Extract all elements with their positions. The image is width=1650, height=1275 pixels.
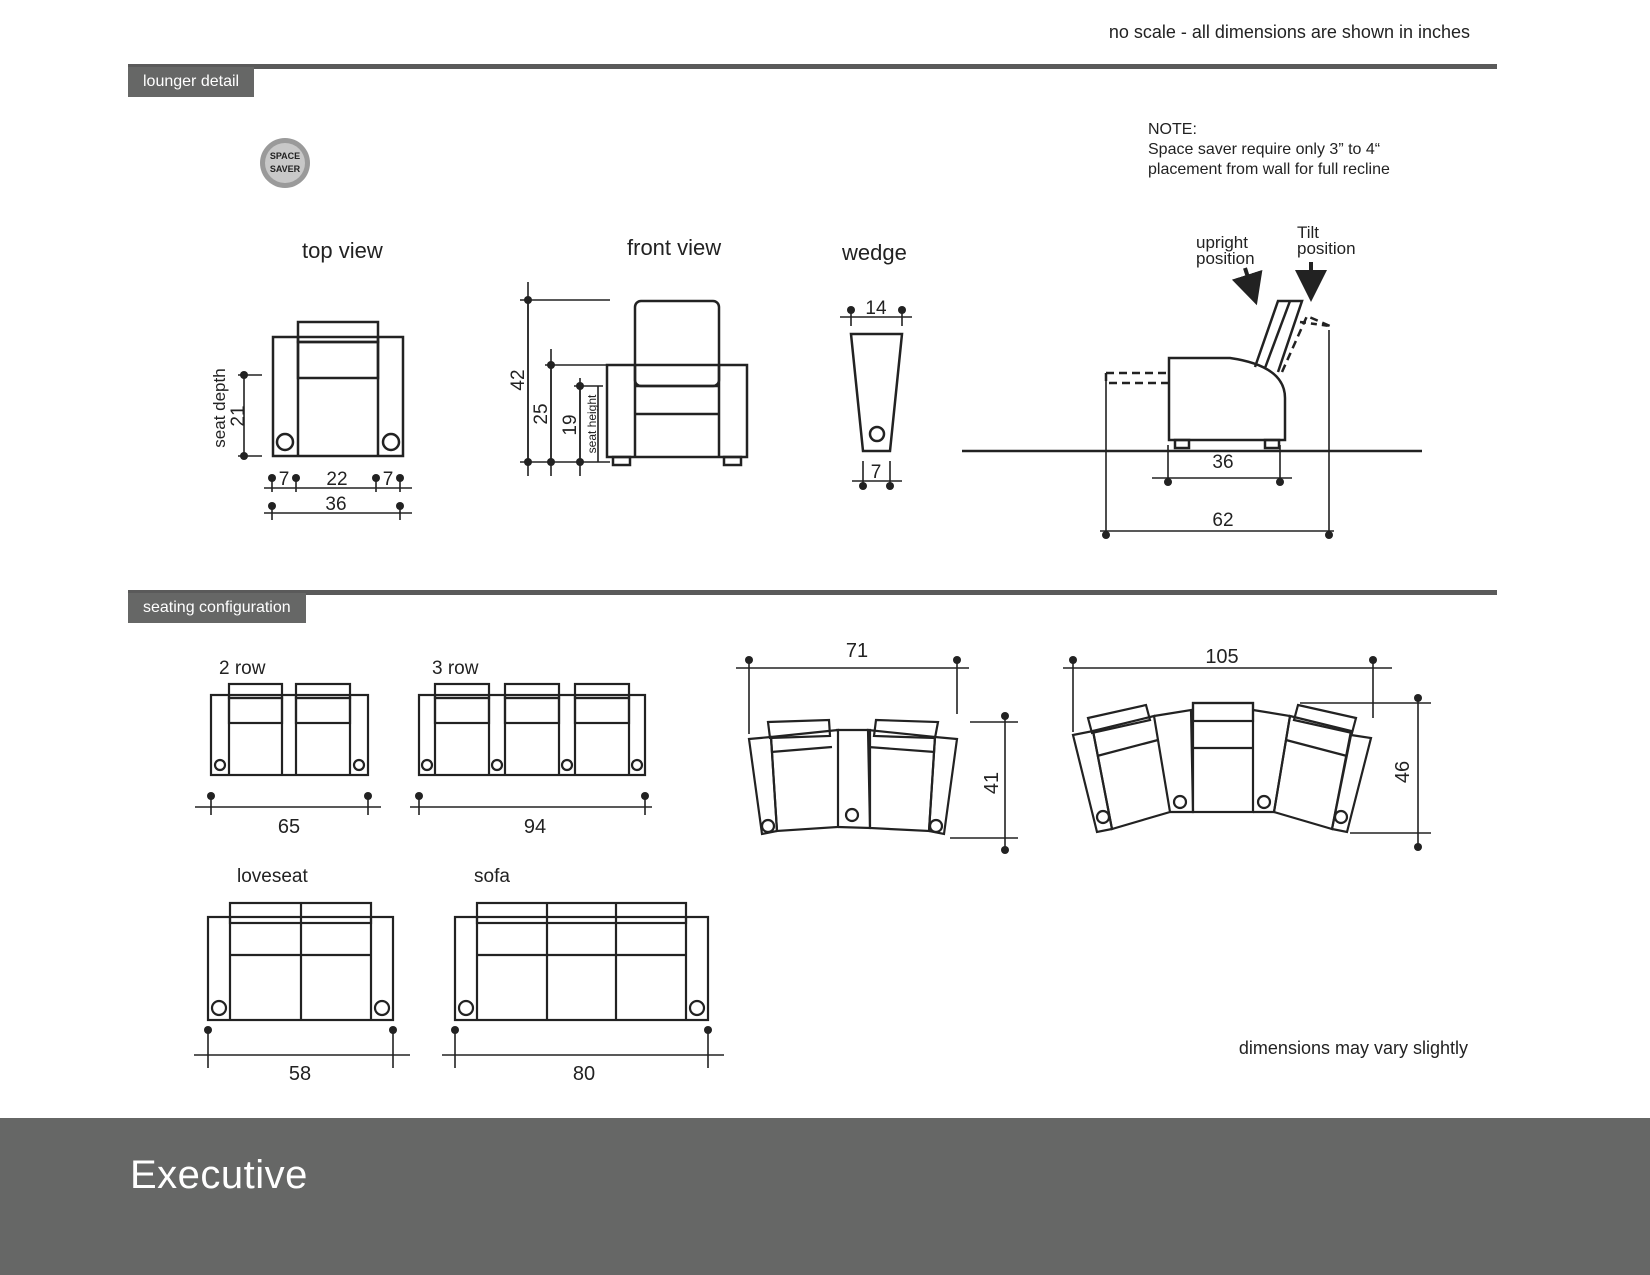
dim-curved2-width: 71: [846, 640, 868, 662]
seat-depth-label: seat depth: [210, 368, 229, 447]
dim-side-recline: 62: [1212, 510, 1233, 531]
dim-row2: 65: [278, 816, 300, 838]
config-label-sofa: sofa: [474, 866, 510, 887]
footer-band: Executive: [0, 1118, 1650, 1275]
section-tab-seating-configuration: seating configuration: [128, 593, 306, 623]
dim-wedge-top: 14: [865, 298, 887, 319]
front-view-drawing: [605, 299, 749, 467]
note-line-2: placement from wall for full recline: [1148, 161, 1390, 178]
badge-text: SPACE: [270, 151, 300, 161]
upright-label-2: position: [1196, 249, 1255, 268]
upright-arrow: [1231, 267, 1263, 306]
scale-note: no scale - all dimensions are shown in i…: [1108, 22, 1470, 42]
config-label-2-row: 2 row: [219, 658, 266, 679]
config-dimension-lines: [194, 656, 1431, 1068]
dim-seat-height: 19: [560, 414, 581, 435]
section-rule-lounger: [128, 64, 1497, 69]
dim-side-depth: 36: [1212, 452, 1233, 473]
dim-arm-left: 7: [279, 469, 290, 490]
config-dimension-labels: 65 94 58 80 71 41 105 46: [278, 640, 1414, 1085]
dim-seat-depth: 21: [228, 405, 249, 426]
top-view-drawing: [271, 320, 405, 458]
section-tab-lounger-detail: lounger detail: [128, 67, 255, 97]
dimension-drawings: SPACE SAVER: [194, 138, 1431, 1085]
dim-front-height: 42: [508, 369, 529, 390]
dim-curved3-depth: 46: [1392, 761, 1414, 783]
config-sofa-drawing: [453, 901, 710, 1022]
note-title: NOTE:: [1148, 121, 1197, 138]
seat-height-label: seat height: [585, 394, 599, 453]
config-curved-2-drawing: [747, 718, 959, 836]
dim-row3: 94: [524, 816, 546, 838]
note-line-1: Space saver require only 3” to 4“: [1148, 141, 1381, 158]
dim-loveseat: 58: [289, 1063, 311, 1085]
model-title: Executive: [130, 1153, 308, 1197]
recline-labels: upright position Tilt position: [1196, 223, 1356, 306]
dim-arm-right: 7: [383, 469, 394, 490]
section-rule-seating: [128, 590, 1497, 595]
top-view-label: top view: [302, 238, 383, 263]
config-label-3-row: 3 row: [432, 658, 479, 679]
dim-arm-height: 25: [531, 403, 552, 424]
dim-curved2-depth: 41: [981, 772, 1003, 794]
lounger-dimension-labels: seat depth 21 7 22 7 36 42 25 19 seat he…: [210, 298, 1234, 531]
config-2-row-drawing: [209, 682, 370, 777]
dim-sofa: 80: [573, 1063, 595, 1085]
lounger-dimension-lines: [238, 282, 1334, 539]
dim-seat-width: 22: [326, 469, 347, 490]
config-3-row-drawing: [417, 682, 647, 777]
tilt-label-1: Tilt: [1297, 223, 1319, 242]
config-loveseat-drawing: [206, 901, 395, 1022]
front-view-label: front view: [627, 235, 722, 260]
dim-wedge-bottom: 7: [871, 462, 882, 483]
dim-top-total: 36: [325, 494, 346, 515]
wedge-drawing: [849, 332, 904, 453]
recline-side-drawing: [962, 299, 1422, 453]
upright-label-1: upright: [1196, 233, 1248, 252]
config-curved-3-drawing: [1071, 701, 1373, 834]
config-label-loveseat: loveseat: [237, 866, 308, 887]
wedge-label: wedge: [842, 240, 907, 265]
tilt-label-2: position: [1297, 239, 1356, 258]
space-saver-note: NOTE: Space saver require only 3” to 4“ …: [1148, 120, 1390, 180]
disclaimer-text: dimensions may vary slightly: [1238, 1038, 1468, 1058]
dim-curved3-width: 105: [1205, 646, 1238, 668]
space-saver-badge: SPACE SAVER: [260, 138, 310, 188]
svg-text:SAVER: SAVER: [270, 164, 301, 174]
